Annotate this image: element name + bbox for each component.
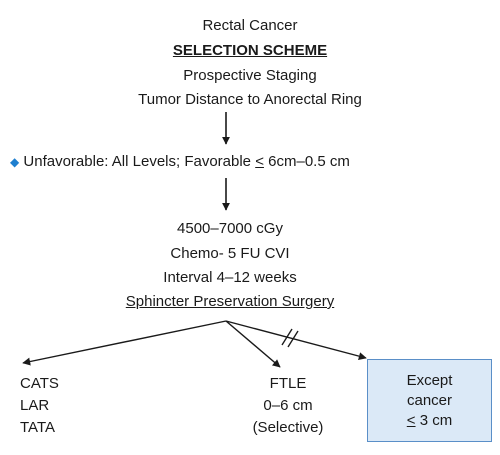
- criteria-text-prefix: Unfavorable: All Levels; Favorable: [23, 153, 256, 170]
- criteria-text-suffix: 6cm–0.5 cm: [263, 153, 350, 170]
- outcome-middle-ftle: FTLE: [269, 375, 307, 392]
- treatment-surgery: Sphincter Preservation Surgery: [125, 293, 335, 310]
- outcome-left-cats: CATS: [20, 375, 59, 392]
- blocked-path-slash-2: [287, 330, 299, 348]
- outcome-left-lar: LAR: [20, 397, 50, 414]
- header-line-prospective-staging: Prospective Staging: [183, 67, 317, 84]
- diamond-bullet-icon: ◆: [10, 155, 20, 169]
- except-box-line2: cancer: [406, 391, 453, 409]
- header-line-tumor-distance: Tumor Distance to Anorectal Ring: [138, 91, 362, 108]
- treatment-dose: 4500–7000 cGy: [177, 220, 283, 237]
- less-equal-symbol: <: [255, 153, 264, 170]
- except-box-line1: Except: [406, 371, 453, 389]
- arrow-to-middle-outcome: [225, 320, 281, 368]
- except-box-line3-suffix: 3 cm: [415, 411, 453, 429]
- criteria-line: ◆ Unfavorable: All Levels; Favorable < 6…: [10, 152, 350, 172]
- arrow-to-left-outcome: [22, 320, 227, 366]
- except-cancer-box: Except cancer < 3 cm: [367, 359, 492, 442]
- outcome-middle-range: 0–6 cm: [263, 397, 313, 414]
- arrow-to-except-box: [225, 320, 367, 361]
- except-box-line3: < 3 cm: [407, 411, 452, 431]
- header-line-rectal-cancer: Rectal Cancer: [202, 17, 298, 34]
- outcome-middle-selective: (Selective): [252, 419, 324, 436]
- scheme-title: SELECTION SCHEME: [172, 42, 328, 59]
- blocked-path-slash-1: [281, 328, 293, 346]
- except-less-equal-symbol: <: [406, 411, 416, 429]
- treatment-interval: Interval 4–12 weeks: [163, 269, 297, 286]
- outcome-left-tata: TATA: [20, 419, 55, 436]
- treatment-chemo: Chemo- 5 FU CVI: [170, 245, 290, 262]
